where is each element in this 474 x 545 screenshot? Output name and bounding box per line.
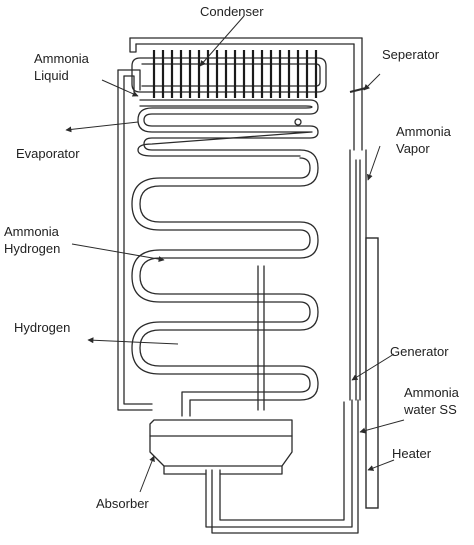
separator-mark	[349, 87, 367, 93]
labels: Condenser Ammonia Liquid Seperator Ammon…	[4, 4, 460, 511]
absorber-vessel	[149, 419, 293, 475]
evaporator-coil	[137, 99, 319, 157]
label-ammonia-vapor-line2: Vapor	[396, 141, 430, 156]
arrow-generator	[351, 353, 395, 381]
heater-body	[365, 237, 379, 509]
label-ammonia-hydrogen-line2: Hydrogen	[4, 241, 60, 256]
label-hydrogen: Hydrogen	[14, 320, 70, 335]
pointer-arrows	[65, 15, 405, 493]
label-ammonia-liquid-line2: Liquid	[34, 68, 69, 83]
label-separator: Seperator	[382, 47, 440, 62]
label-ammonia-water-line2: water SS	[403, 402, 457, 417]
label-absorber: Absorber	[96, 496, 149, 511]
arrow-ammonia-vapor	[366, 145, 381, 181]
arrow-condenser	[199, 15, 245, 67]
condenser-assembly	[131, 50, 327, 98]
condenser-fins	[152, 50, 318, 98]
label-generator: Generator	[390, 344, 449, 359]
arrow-ammonia-water	[359, 419, 405, 434]
arrow-hydrogen	[87, 337, 179, 345]
arrow-absorber	[139, 455, 155, 493]
label-ammonia-water-line1: Ammonia	[404, 385, 460, 400]
arrow-ammonia-liquid	[101, 79, 139, 97]
frame-pipes	[117, 37, 367, 534]
label-ammonia-liquid-line1: Ammonia	[34, 51, 90, 66]
absorber-coil	[131, 149, 319, 417]
label-ammonia-hydrogen-line1: Ammonia	[4, 224, 60, 239]
label-condenser: Condenser	[200, 4, 264, 19]
label-heater: Heater	[392, 446, 432, 461]
arrow-separator	[363, 73, 381, 91]
arrow-ammonia-hydrogen	[71, 243, 165, 263]
label-evaporator: Evaporator	[16, 146, 80, 161]
arrow-evaporator	[65, 121, 139, 133]
arrow-heater	[367, 459, 395, 471]
label-ammonia-vapor-line1: Ammonia	[396, 124, 452, 139]
